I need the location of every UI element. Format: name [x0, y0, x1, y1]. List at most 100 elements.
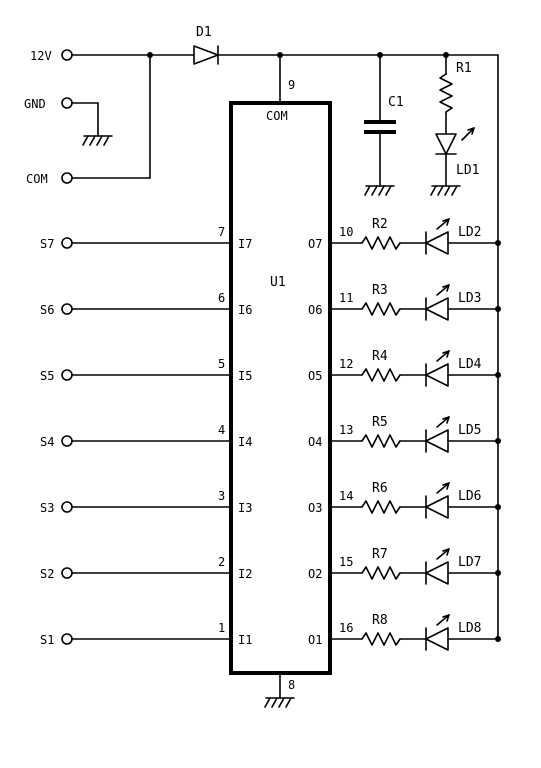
ground-symbol-ic [264, 697, 295, 708]
output-pin-number: 14 [339, 489, 353, 503]
resistor-label: R4 [372, 349, 388, 364]
ground-symbol-c1 [364, 185, 395, 196]
terminal-com [61, 172, 73, 184]
channel-led [425, 297, 449, 321]
input-pin-label: I5 [238, 369, 252, 383]
output-pin-number: 13 [339, 423, 353, 437]
bus-junction [495, 240, 501, 246]
channel-resistor [361, 434, 401, 448]
output-pin-label: O6 [308, 303, 322, 317]
channel-resistor [361, 236, 401, 250]
bus-junction [495, 438, 501, 444]
bus-junction [495, 636, 501, 642]
led-arrow [436, 482, 450, 494]
label-pin-8: 8 [288, 678, 295, 692]
led-label: LD2 [458, 225, 481, 240]
led-arrow [436, 284, 450, 296]
terminal-gnd [61, 97, 73, 109]
led-label: LD4 [458, 357, 482, 372]
input-pin-label: I1 [238, 633, 252, 647]
label-12v: 12V [30, 49, 52, 63]
output-pin-label: O7 [308, 237, 322, 251]
channel-resistor [361, 302, 401, 316]
channel-resistor [361, 368, 401, 382]
led-arrow [436, 350, 450, 362]
output-pin-number: 12 [339, 357, 353, 371]
label-pin-9: 9 [288, 78, 295, 92]
led-arrow [436, 548, 450, 560]
input-pin-number: 1 [218, 621, 225, 635]
resistor-label: R8 [372, 613, 388, 628]
output-pin-label: O1 [308, 633, 322, 647]
led-label: LD7 [458, 555, 481, 570]
led-label: LD8 [458, 621, 481, 636]
output-pin-number: 15 [339, 555, 353, 569]
input-label: S6 [40, 303, 54, 317]
label-ic-com: COM [266, 109, 288, 123]
channel-led [425, 429, 449, 453]
output-pin-label: O4 [308, 435, 322, 449]
led-arrow [436, 416, 450, 428]
bus-junction [495, 372, 501, 378]
input-label: S5 [40, 369, 54, 383]
capacitor-c1 [364, 120, 396, 134]
bus-junction [495, 306, 501, 312]
channel-resistor [361, 566, 401, 580]
ground-symbol-ld1 [430, 185, 461, 196]
channel-resistor [361, 500, 401, 514]
led-arrow [436, 614, 450, 626]
input-label: S2 [40, 567, 54, 581]
label-c1: C1 [388, 95, 404, 110]
resistor-label: R6 [372, 481, 388, 496]
bus-junction [495, 504, 501, 510]
diode-d1 [193, 45, 219, 65]
label-gnd: GND [24, 97, 46, 111]
label-u1: U1 [270, 275, 286, 290]
output-pin-label: O2 [308, 567, 322, 581]
input-pin-number: 4 [218, 423, 225, 437]
label-d1: D1 [196, 25, 212, 40]
output-pin-label: O5 [308, 369, 322, 383]
bus-junction [495, 570, 501, 576]
output-pin-number: 10 [339, 225, 353, 239]
label-ld1: LD1 [456, 163, 479, 178]
input-pin-label: I7 [238, 237, 252, 251]
label-r1: R1 [456, 61, 472, 76]
terminal-12v [61, 49, 73, 61]
output-pin-number: 11 [339, 291, 353, 305]
led-label: LD6 [458, 489, 481, 504]
input-label: S7 [40, 237, 54, 251]
resistor-label: R5 [372, 415, 388, 430]
resistor-label: R2 [372, 217, 388, 232]
channel-led [425, 627, 449, 651]
channel-led [425, 363, 449, 387]
input-pin-label: I3 [238, 501, 252, 515]
channel-led [425, 231, 449, 255]
input-terminal [61, 567, 73, 579]
channel-led [425, 495, 449, 519]
ic-u1-body [229, 101, 332, 675]
label-com: COM [26, 172, 48, 186]
input-terminal [61, 303, 73, 315]
led-label: LD5 [458, 423, 481, 438]
ground-symbol-gnd [82, 135, 113, 146]
output-pin-label: O3 [308, 501, 322, 515]
input-terminal [61, 501, 73, 513]
input-terminal [61, 633, 73, 645]
resistor-label: R3 [372, 283, 388, 298]
input-pin-label: I4 [238, 435, 252, 449]
input-pin-number: 2 [218, 555, 225, 569]
led-arrow [436, 218, 450, 230]
resistor-label: R7 [372, 547, 388, 562]
channel-led [425, 561, 449, 585]
input-terminal [61, 237, 73, 249]
input-terminal [61, 435, 73, 447]
